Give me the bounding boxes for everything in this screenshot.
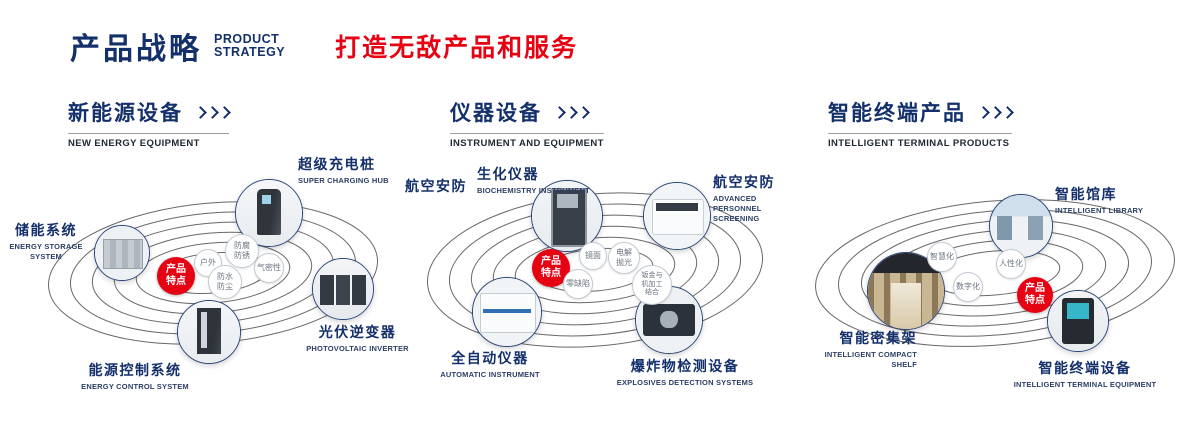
kiosk-icon xyxy=(1048,291,1108,351)
product-label-automatic-instrument: 全自动仪器 AUTOMATIC INSTRUMENT xyxy=(440,350,540,379)
product-image-personnel-screening xyxy=(643,182,711,250)
slogan: 打造无敌产品和服务 xyxy=(335,34,579,62)
feature-bubble-anticorrosion: 防腐防锈 xyxy=(225,234,259,268)
product-image-intelligent-library xyxy=(989,194,1053,258)
screening-machine-icon xyxy=(644,183,710,249)
feature-bubble-humanized: 人性化 xyxy=(996,249,1026,279)
library-room-icon xyxy=(990,195,1052,257)
page-title: 产品战略 xyxy=(70,33,202,66)
product-label-explosives-detection: 爆炸物检测设备 EXPLOSIVES DETECTION SYSTEMS xyxy=(616,358,754,387)
page-subtitle-top: PRODUCT xyxy=(214,31,280,46)
feature-badge-new-energy: 产品特点 xyxy=(157,257,195,295)
charging-pile-icon xyxy=(236,180,302,246)
section-title-intelligent-terminal: 智能终端产品 INTELLIGENT TERMINAL PRODUCTS xyxy=(828,97,1014,149)
analyzer-icon xyxy=(473,278,541,346)
storage-cabinet-icon xyxy=(95,226,149,280)
section-title-text: 仪器设备 xyxy=(450,102,542,125)
product-label-intelligent-library: 智能馆库 INTELLIGENT LIBRARY xyxy=(1055,186,1144,215)
feature-bubble-digital: 数字化 xyxy=(953,272,983,302)
page-subtitle-bottom: STRATEGY xyxy=(214,45,286,59)
product-image-compact-shelf xyxy=(867,252,945,330)
feature-badge-intelligent-terminal: 产品特点 xyxy=(1017,277,1053,313)
feature-bubble-electropolishing: 电解抛光 xyxy=(608,242,640,274)
section-subtitle-text: NEW ENERGY EQUIPMENT xyxy=(68,138,200,149)
product-label-energy-storage: 储能系统 ENERGY STORAGE SYSTEM xyxy=(9,222,83,261)
product-label-personnel-screening: 航空安防 ADVANCED PERSONNEL SCREENING xyxy=(713,174,775,223)
product-label-super-charging-hub: 超级充电桩 SUPER CHARGING HUB xyxy=(298,156,389,185)
instrument-cabinet-icon xyxy=(532,181,602,251)
section-title-text: 智能终端产品 xyxy=(828,102,966,125)
inverter-cabinet-icon xyxy=(313,259,373,319)
feature-bubble-airtightness: 气密性 xyxy=(254,253,284,283)
product-image-energy-control xyxy=(177,300,241,364)
triple-chevron-icon xyxy=(976,105,1014,119)
section-subtitle-text: INSTRUMENT AND EQUIPMENT xyxy=(450,138,604,149)
page-header: 产品战略 PRODUCT STRATEGY 打造无敌产品和服务 xyxy=(70,24,578,68)
product-label-terminal-equipment: 智能终端设备 INTELLIGENT TERMINAL EQUIPMENT xyxy=(1013,360,1157,389)
feature-bubble-zero-defect: 零缺陷 xyxy=(563,269,593,299)
product-image-energy-storage xyxy=(94,225,150,281)
page-subtitle: PRODUCT STRATEGY xyxy=(214,31,286,60)
feature-bubble-sheet-metal-machining: 钣金与机加工结合 xyxy=(632,265,672,305)
triple-chevron-icon xyxy=(552,105,590,119)
triple-chevron-icon xyxy=(193,105,231,119)
feature-bubble-mirror: 镜面 xyxy=(579,242,607,270)
section-title-instrument: 仪器设备 INSTRUMENT AND EQUIPMENT xyxy=(450,97,604,149)
section-title-text: 新能源设备 xyxy=(68,102,183,125)
product-label-biochemistry-instrument: 生化仪器 BIOCHEMISTRY INSTRUMENT xyxy=(477,166,590,195)
feature-bubble-intelligent: 智慧化 xyxy=(927,242,957,272)
section-title-new-energy: 新能源设备 NEW ENERGY EQUIPMENT xyxy=(68,97,231,149)
product-label-compact-shelf: 智能密集架 INTELLIGENT COMPACT SHELF xyxy=(824,330,917,369)
product-image-biochemistry-instrument xyxy=(531,180,603,252)
section-subtitle-text: INTELLIGENT TERMINAL PRODUCTS xyxy=(828,138,1010,149)
product-label-energy-control: 能源控制系统 ENERGY CONTROL SYSTEM xyxy=(81,362,189,391)
control-cabinet-icon xyxy=(178,301,240,363)
feature-bubble-waterproof: 防水防尘 xyxy=(208,265,242,299)
product-image-terminal-equipment xyxy=(1047,290,1109,352)
product-image-automatic-instrument xyxy=(472,277,542,347)
product-image-pv-inverter xyxy=(312,258,374,320)
product-label-pv-inverter: 光伏逆变器 PHOTOVOLTAIC INVERTER xyxy=(306,324,409,353)
side-label-aviation-security: 航空安防 xyxy=(405,178,467,194)
compact-shelf-icon xyxy=(868,253,944,329)
